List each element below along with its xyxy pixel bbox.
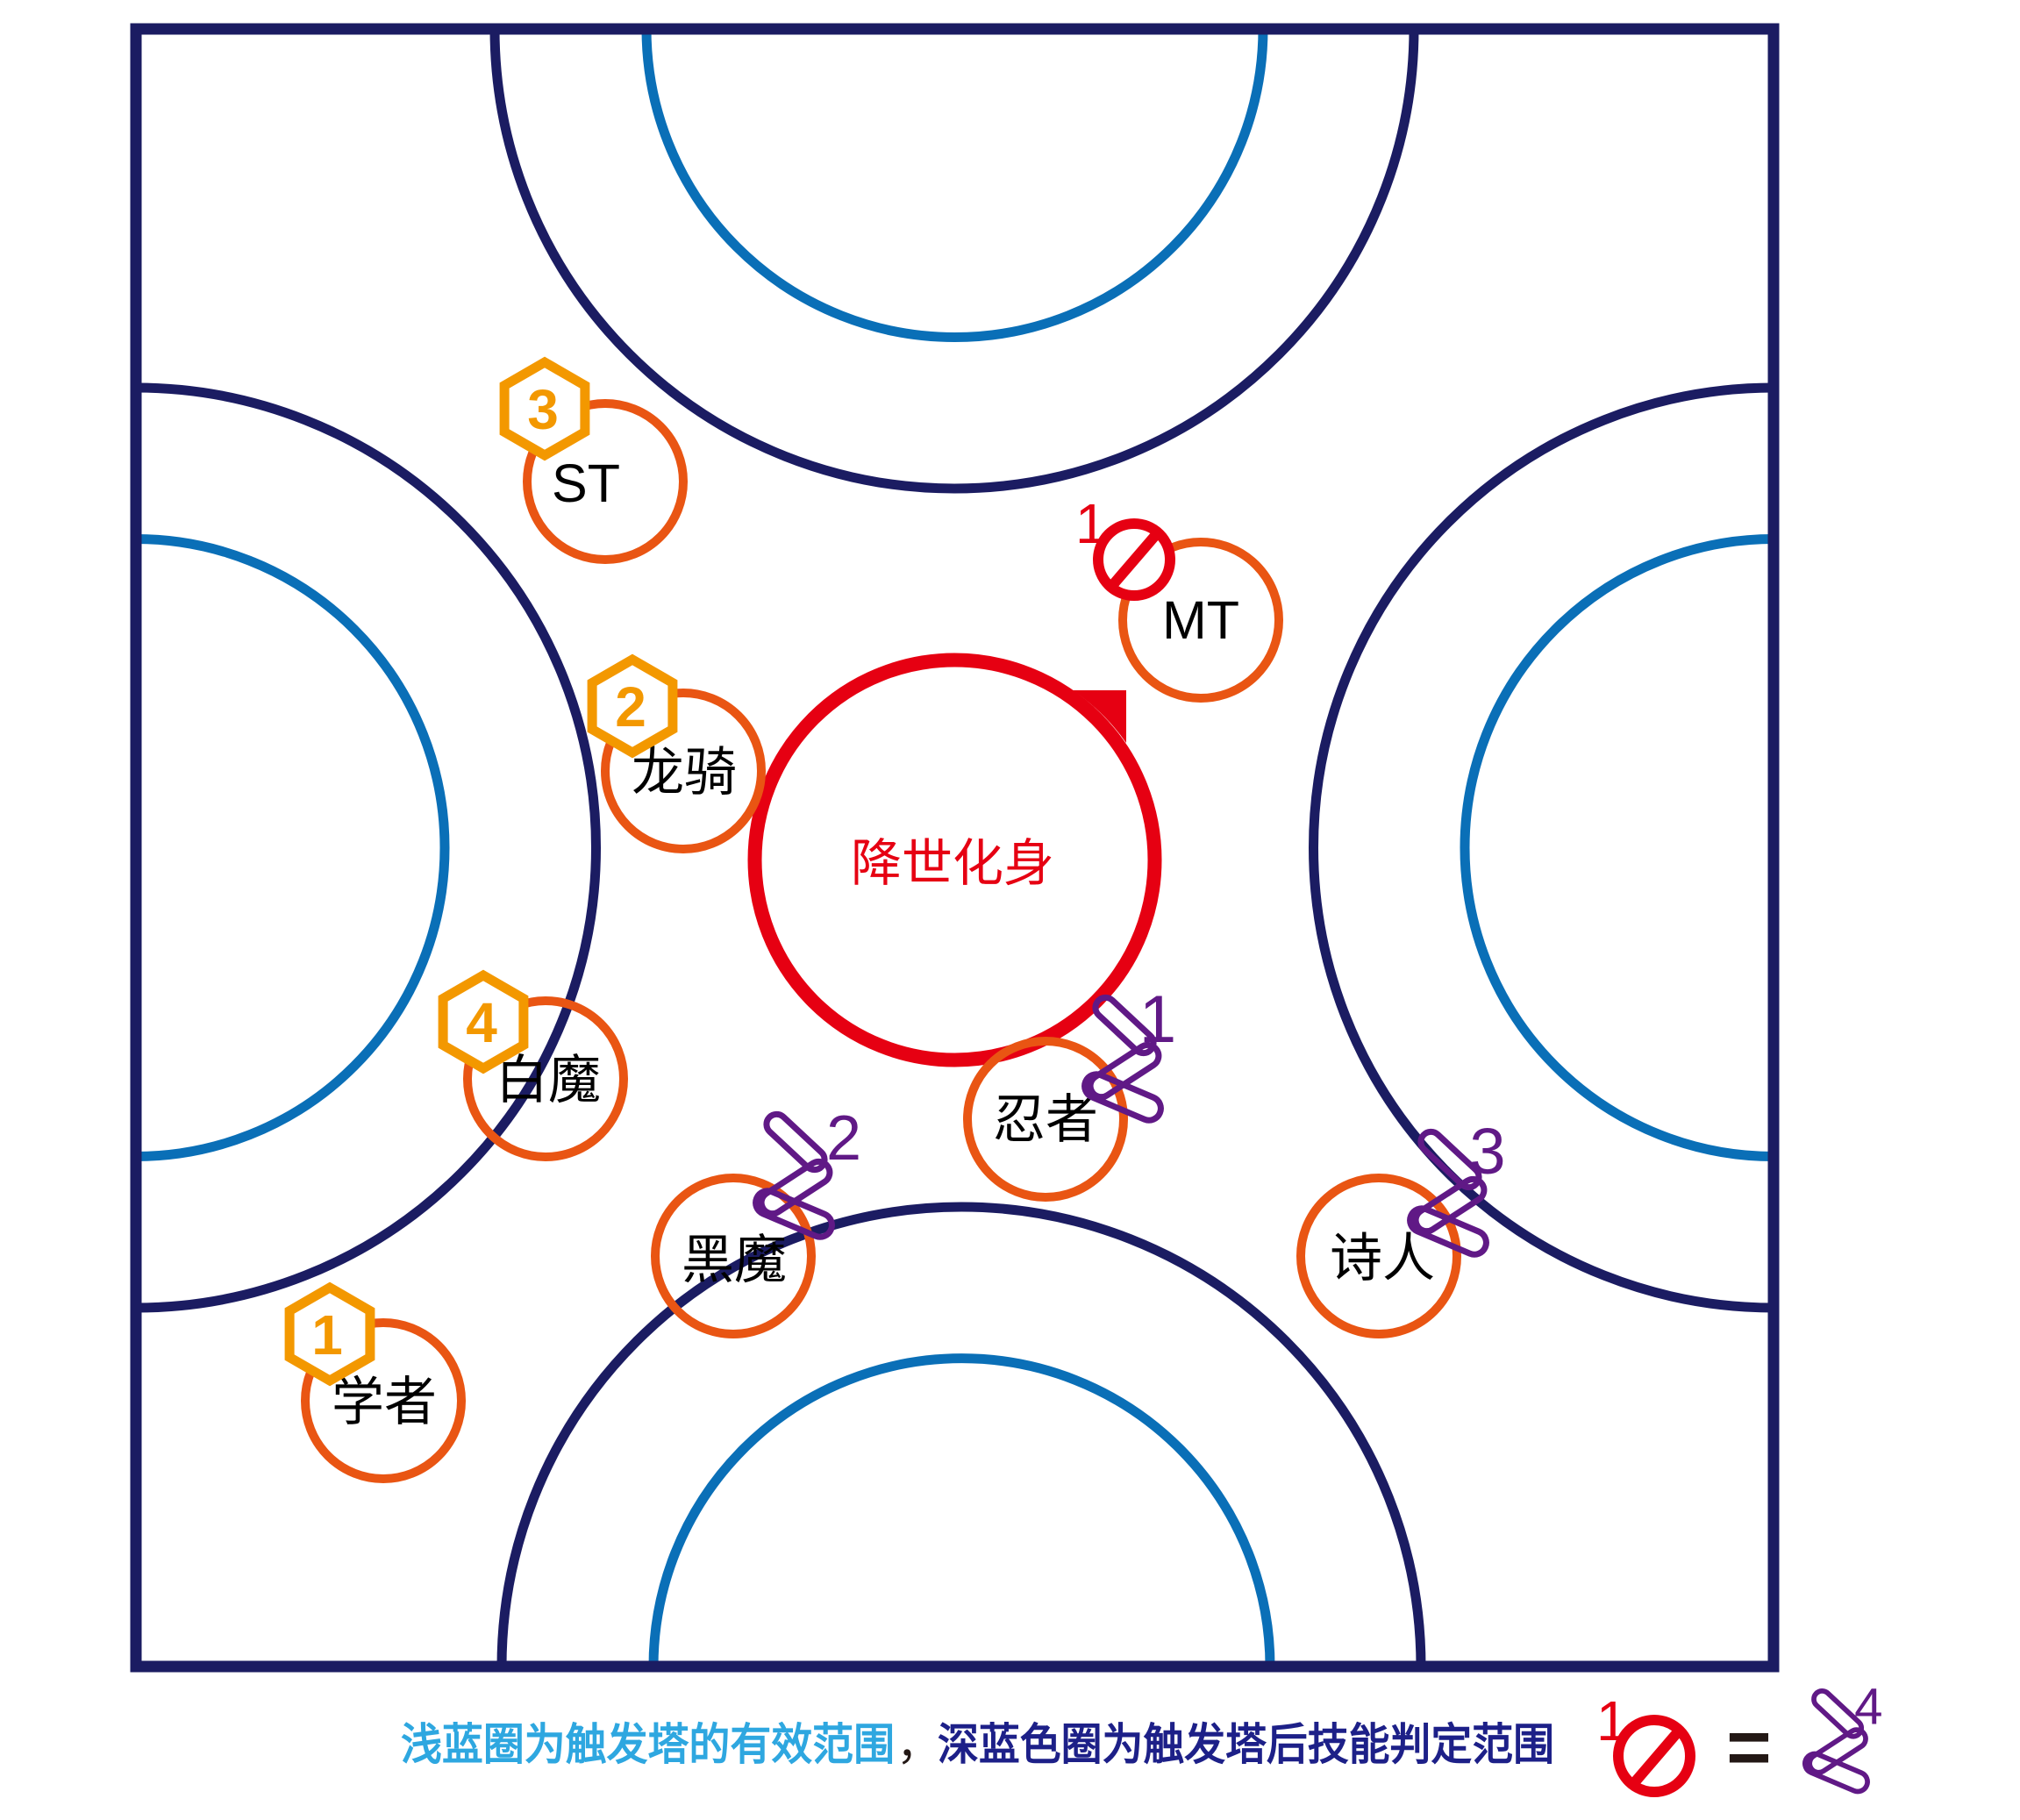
hexagon-icon <box>587 653 678 759</box>
tower-order-number: 2 <box>615 675 646 739</box>
arena-boundary <box>130 23 1780 1673</box>
player-label: ST <box>552 453 620 513</box>
prohibit-slash-icon <box>1629 1725 1685 1788</box>
player-black-mage: 黑魔 <box>651 1174 816 1338</box>
player-label: 诗人 <box>1330 1228 1435 1289</box>
player-st: ST <box>523 399 688 564</box>
player-mt: MT <box>1118 538 1283 703</box>
tower-order-number: 1 <box>311 1303 343 1367</box>
chain-number: 2 <box>826 1103 861 1174</box>
player-label: 忍者 <box>993 1089 1098 1151</box>
chain-marker-2: 2 <box>752 1103 861 1240</box>
boss-hitbox-ring <box>747 653 1162 1067</box>
boss-facing-marker-icon <box>1073 690 1126 743</box>
player-label: MT <box>1162 590 1239 650</box>
prohibit-slash-icon <box>1106 528 1163 591</box>
legend-equals-sign: = <box>1726 1703 1771 1790</box>
player-ring <box>523 399 688 564</box>
hexagon-icon <box>499 356 590 461</box>
hexagon-icon <box>438 969 529 1074</box>
player-ring <box>963 1037 1128 1202</box>
legend-light-blue-description: 浅蓝圈为触发塔的有效范围 <box>401 1719 895 1770</box>
chain-number: 3 <box>1469 1115 1505 1188</box>
player-ring <box>463 996 628 1161</box>
right-skill-range-ring <box>1309 382 1774 1313</box>
legend-chain-number: 4 <box>1854 1678 1882 1735</box>
legend-prohibit-marker: 1 <box>1596 1689 1695 1797</box>
bottom-tower-trigger-ring <box>648 1353 1275 1667</box>
legend-separator: ， <box>896 1719 940 1770</box>
top-skill-range-ring <box>489 28 1419 494</box>
chain-marker-1: 1 <box>1081 982 1176 1124</box>
player-ring <box>1118 538 1283 703</box>
player-label: 学者 <box>332 1372 437 1433</box>
tower-order-marker-2: 2 <box>587 653 678 759</box>
player-ring <box>1296 1174 1461 1338</box>
player-label: 黑魔 <box>682 1230 787 1291</box>
player-bard: 诗人 <box>1296 1174 1461 1338</box>
player-ring <box>301 1318 466 1483</box>
hexagon-icon <box>284 1281 375 1387</box>
player-ninja: 忍者 <box>963 1037 1128 1202</box>
player-ring <box>601 689 766 853</box>
tower-order-number: 3 <box>527 378 559 441</box>
player-label: 龙骑 <box>632 742 737 803</box>
player-white-mage: 白魔 <box>463 996 628 1161</box>
tower-order-marker-3: 3 <box>499 356 590 461</box>
player-ring <box>651 1174 816 1338</box>
tower-order-number: 4 <box>466 991 497 1054</box>
legend: 浅蓝圈为触发塔的有效范围 ， 深蓝色圈为触发塔后技能判定范围 1 = 4 <box>401 1678 1883 1797</box>
legend-chain-marker-4: 4 <box>1802 1678 1883 1795</box>
player-label: 白魔 <box>496 1050 601 1111</box>
chain-number: 1 <box>1139 982 1176 1057</box>
legend-dark-blue-description: 深蓝色圈为触发塔后技能判定范围 <box>938 1719 1554 1770</box>
boss-name: 降世化身 <box>851 833 1054 893</box>
boss: 降世化身 <box>747 653 1162 1067</box>
left-tower-trigger-ring <box>135 534 450 1161</box>
bottom-skill-range-ring <box>496 1202 1426 1667</box>
player-scholar: 学者 <box>301 1318 466 1483</box>
player-dragoon: 龙骑 <box>601 689 766 853</box>
tower-order-marker-1: 1 <box>284 1281 375 1387</box>
top-tower-trigger-ring <box>641 28 1268 342</box>
chain-marker-3: 3 <box>1406 1115 1506 1258</box>
prohibit-marker-1: 1 <box>1075 492 1175 601</box>
right-tower-trigger-ring <box>1460 534 1774 1161</box>
left-skill-range-ring <box>135 382 601 1313</box>
tower-order-marker-4: 4 <box>438 969 529 1074</box>
arena <box>130 23 1780 1673</box>
